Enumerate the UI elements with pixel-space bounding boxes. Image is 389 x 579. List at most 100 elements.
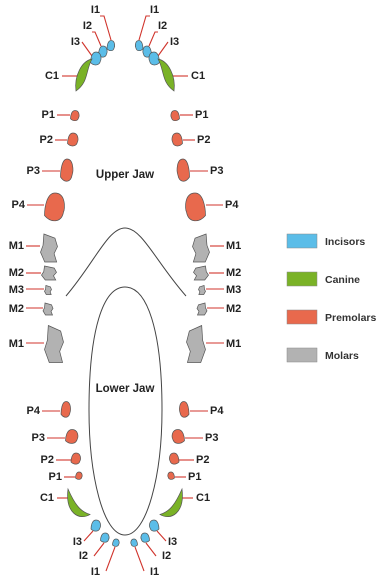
lower-i2-right-leader xyxy=(146,543,156,556)
legend-label-premolars: Premolars xyxy=(325,312,377,324)
upper-i3-right-tooth xyxy=(149,52,159,65)
lower-m3-left-label: M3 xyxy=(9,284,24,296)
upper-i2-right-leader xyxy=(149,32,158,46)
upper-p4-right-tooth xyxy=(186,193,206,221)
lower-p4-right-label: P4 xyxy=(210,405,224,417)
upper-i1-right-leader xyxy=(139,16,150,40)
lower-p3-right-tooth xyxy=(172,430,184,444)
upper-p4-left-tooth xyxy=(45,193,65,221)
lower-p4-left-label: P4 xyxy=(27,405,41,417)
upper-p2-left-label: P2 xyxy=(40,134,53,146)
upper-i2-right-label: I2 xyxy=(158,20,167,32)
lower-i3-right-leader xyxy=(157,531,166,541)
lower-i2-left-leader xyxy=(94,543,104,556)
upper-palate-outline xyxy=(66,228,186,296)
lower-p1-right-tooth xyxy=(168,472,175,479)
lower-m2-left-label: M2 xyxy=(9,303,24,315)
lower-i1-right-tooth xyxy=(131,539,138,546)
upper-p1-left-label: P1 xyxy=(42,109,55,121)
lower-p3-right-label: P3 xyxy=(205,432,218,444)
upper-i1-right-label: I1 xyxy=(150,4,159,16)
lower-m2-right-tooth xyxy=(197,303,207,315)
lower-i3-left-label: I3 xyxy=(73,536,82,548)
lower-p3-left-label: P3 xyxy=(32,432,45,444)
upper-i2-left-label: I2 xyxy=(83,20,92,32)
lower-m3-right-tooth xyxy=(199,286,206,295)
upper-p4-right-label: P4 xyxy=(225,199,239,211)
upper-jaw-label: Upper Jaw xyxy=(96,169,154,181)
lower-i3-right-label: I3 xyxy=(168,536,177,548)
lower-c1-right-tooth xyxy=(160,489,182,517)
lower-c1-right-label: C1 xyxy=(196,492,210,504)
upper-p2-left-tooth xyxy=(68,133,78,146)
legend-swatch-canine xyxy=(287,272,317,286)
lower-m3-left-tooth xyxy=(45,286,52,295)
upper-m1-right-tooth xyxy=(193,234,210,262)
lower-m2-right-label: M2 xyxy=(226,303,241,315)
lower-p3-left-tooth xyxy=(66,430,78,444)
lower-p2-left-tooth xyxy=(71,453,81,464)
upper-i1-left-leader xyxy=(100,16,111,40)
upper-m1-left-tooth xyxy=(41,234,58,262)
lower-c1-left-label: C1 xyxy=(40,492,54,504)
upper-p2-right-label: P2 xyxy=(197,134,210,146)
lower-jaw-outline xyxy=(89,287,162,535)
lower-i3-left-tooth xyxy=(91,520,101,531)
lower-i3-left-leader xyxy=(84,531,93,541)
upper-i3-left-label: I3 xyxy=(71,36,80,48)
legend-swatch-premolars xyxy=(287,310,317,324)
upper-i3-right-leader xyxy=(158,42,168,56)
upper-i3-right-label: I3 xyxy=(170,36,179,48)
legend-label-molars: Molars xyxy=(325,350,359,362)
lower-i1-left-label: I1 xyxy=(91,566,100,578)
upper-p3-right-label: P3 xyxy=(210,165,223,177)
upper-m2-right-tooth xyxy=(194,266,209,280)
lower-p4-right-tooth xyxy=(179,402,189,418)
upper-i1-right-tooth xyxy=(135,41,143,51)
lower-p4-left-tooth xyxy=(61,402,71,418)
upper-p1-left-tooth xyxy=(71,111,80,121)
lower-m2-left-tooth xyxy=(43,303,53,315)
upper-p1-right-tooth xyxy=(171,111,180,121)
upper-p1-right-label: P1 xyxy=(195,109,208,121)
upper-p3-right-tooth xyxy=(177,159,189,181)
legend-label-canine: Canine xyxy=(325,274,360,286)
upper-c1-left-tooth xyxy=(76,59,92,91)
lower-i3-right-tooth xyxy=(149,520,159,531)
lower-m3-right-label: M3 xyxy=(226,284,241,296)
lower-p1-right-label: P1 xyxy=(188,471,201,483)
lower-i1-right-leader xyxy=(135,547,144,571)
upper-m2-left-label: M2 xyxy=(9,267,24,279)
upper-p2-right-tooth xyxy=(172,133,182,146)
upper-m1-left-label: M1 xyxy=(9,240,24,252)
upper-i1-left-tooth xyxy=(107,41,115,51)
lower-p1-left-label: P1 xyxy=(49,471,62,483)
lower-m1-left-label: M1 xyxy=(9,338,24,350)
lower-i1-left-leader xyxy=(106,547,115,571)
legend-swatch-molars xyxy=(287,348,317,362)
upper-i2-left-leader xyxy=(92,32,101,46)
lower-m1-right-label: M1 xyxy=(226,338,241,350)
upper-p3-left-label: P3 xyxy=(27,165,40,177)
lower-i2-left-tooth xyxy=(101,533,110,542)
lower-p1-left-tooth xyxy=(76,472,83,479)
lower-jaw-label: Lower Jaw xyxy=(96,383,155,395)
upper-i3-left-leader xyxy=(82,42,92,56)
lower-i1-left-tooth xyxy=(113,539,120,546)
upper-m1-right-label: M1 xyxy=(226,240,241,252)
lower-m1-right-tooth xyxy=(187,326,206,363)
upper-i3-left-tooth xyxy=(91,52,101,65)
lower-p2-right-label: P2 xyxy=(196,454,209,466)
upper-m2-right-label: M2 xyxy=(226,267,241,279)
upper-c1-right-tooth xyxy=(158,59,174,91)
upper-i1-left-label: I1 xyxy=(91,4,100,16)
legend-label-incisors: Incisors xyxy=(325,236,365,248)
lower-i1-right-label: I1 xyxy=(150,566,159,578)
upper-m2-left-tooth xyxy=(42,266,57,280)
upper-c1-left-label: C1 xyxy=(45,70,59,82)
upper-c1-right-label: C1 xyxy=(191,70,205,82)
lower-p2-left-label: P2 xyxy=(41,454,54,466)
lower-i2-right-tooth xyxy=(141,533,150,542)
